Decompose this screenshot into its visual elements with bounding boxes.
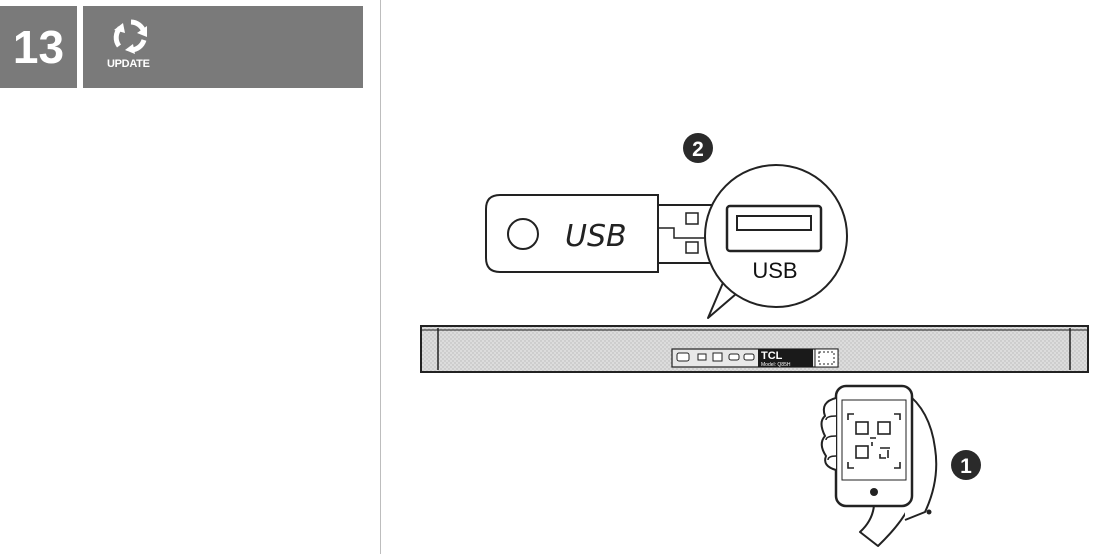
update-label: UPDATE — [107, 58, 150, 70]
callout-1-number: 1 — [960, 455, 972, 478]
model-label: Model: Q85H — [761, 362, 791, 368]
update-header-box: UPDATE — [83, 6, 363, 88]
soundbar-brand-plate — [758, 349, 813, 367]
soundbar-qr-icon — [818, 351, 835, 365]
usb-stick-ring-icon — [507, 218, 539, 250]
step-number-box: 13 — [0, 6, 77, 88]
brand-label: TCL — [761, 350, 783, 362]
update-icon — [113, 19, 147, 54]
step-number: 13 — [12, 21, 65, 73]
phone-qr-scan-icon — [847, 413, 901, 469]
callout-2-number: 2 — [692, 138, 704, 161]
soundbar: TCL Model: Q85H — [420, 325, 1089, 373]
port-magnifier-bubble: USB — [704, 164, 848, 319]
column-divider — [380, 0, 381, 554]
phone-in-hand — [820, 384, 938, 547]
soundbar-port-panel — [671, 348, 839, 368]
phone-home-button — [870, 488, 878, 496]
usb-stick: USB — [485, 194, 713, 273]
callout-1: 1 — [951, 450, 981, 480]
usb-plug — [657, 204, 713, 264]
usb-stick-label: USB — [565, 219, 627, 254]
usb-port-label: USB — [752, 258, 797, 283]
callout-2: 2 — [683, 133, 713, 163]
